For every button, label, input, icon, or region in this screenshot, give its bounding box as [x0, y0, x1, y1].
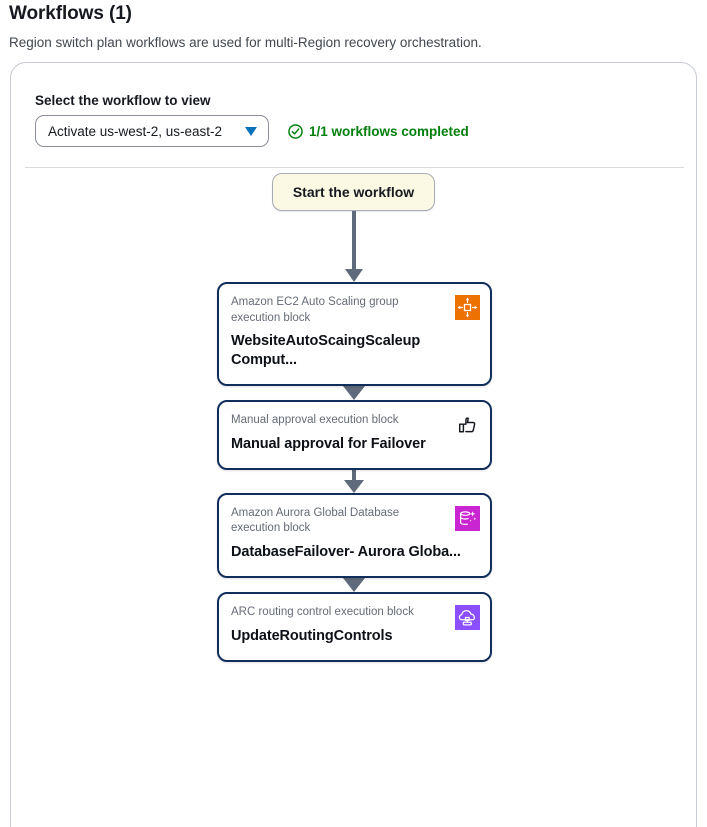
flow-connector-arrow — [344, 211, 363, 282]
thumbs-up-icon — [455, 413, 480, 438]
page-title: Workflows (1) — [9, 3, 132, 24]
card-divider — [25, 167, 684, 168]
block-kicker: Amazon EC2 Auto Scaling group execution … — [231, 296, 399, 324]
workflow-card: Select the workflow to view Activate us-… — [10, 62, 697, 827]
flow-connector-arrow — [343, 469, 364, 493]
arc-routing-control-icon — [455, 605, 480, 631]
block-kicker: Amazon Aurora Global Database execution … — [231, 506, 400, 535]
workflow-select-value: Activate us-west-2, us-east-2 — [48, 123, 223, 139]
page-description: Region switch plan workflows are used fo… — [9, 35, 482, 50]
status-badge: 1/1 workflows completed — [309, 123, 469, 139]
workflow-status: 1/1 workflows completed — [288, 124, 469, 139]
block-kicker: ARC routing control execution block — [231, 606, 414, 619]
block-kicker: Manual approval execution block — [231, 414, 399, 427]
execution-block-aurora-global-database[interactable]: Amazon Aurora Global Database execution … — [217, 492, 492, 579]
ec2-auto-scaling-icon — [455, 295, 480, 320]
check-circle-icon — [288, 123, 303, 139]
workflow-selector-row: Activate us-west-2, us-east-2 1/1 workfl… — [35, 115, 469, 147]
select-workflow-label: Select the workflow to view — [35, 93, 211, 108]
block-title: UpdateRoutingControls — [231, 627, 393, 644]
execution-block-ec2-auto-scaling[interactable]: Amazon EC2 Auto Scaling group execution … — [217, 282, 492, 387]
workflow-flow-diagram: Start the workflow Amazon EC2 Auto Scali… — [11, 173, 698, 662]
flow-connector-arrow — [342, 386, 365, 401]
workflow-select-dropdown[interactable]: Activate us-west-2, us-east-2 — [35, 115, 269, 147]
block-title: Manual approval for Failover — [231, 435, 426, 452]
block-title: WebsiteAutoScaingScaleup Comput... — [231, 333, 421, 369]
execution-block-manual-approval[interactable]: Manual approval execution block Manual a… — [217, 400, 492, 470]
flow-connector-arrow — [342, 578, 365, 593]
execution-block-arc-routing-control[interactable]: ARC routing control execution block Upda… — [217, 592, 492, 662]
chevron-down-icon — [245, 126, 257, 136]
block-title: DatabaseFailover- Aurora Globa... — [231, 543, 461, 560]
aurora-global-database-icon — [455, 505, 480, 531]
start-workflow-node[interactable]: Start the workflow — [271, 173, 436, 211]
